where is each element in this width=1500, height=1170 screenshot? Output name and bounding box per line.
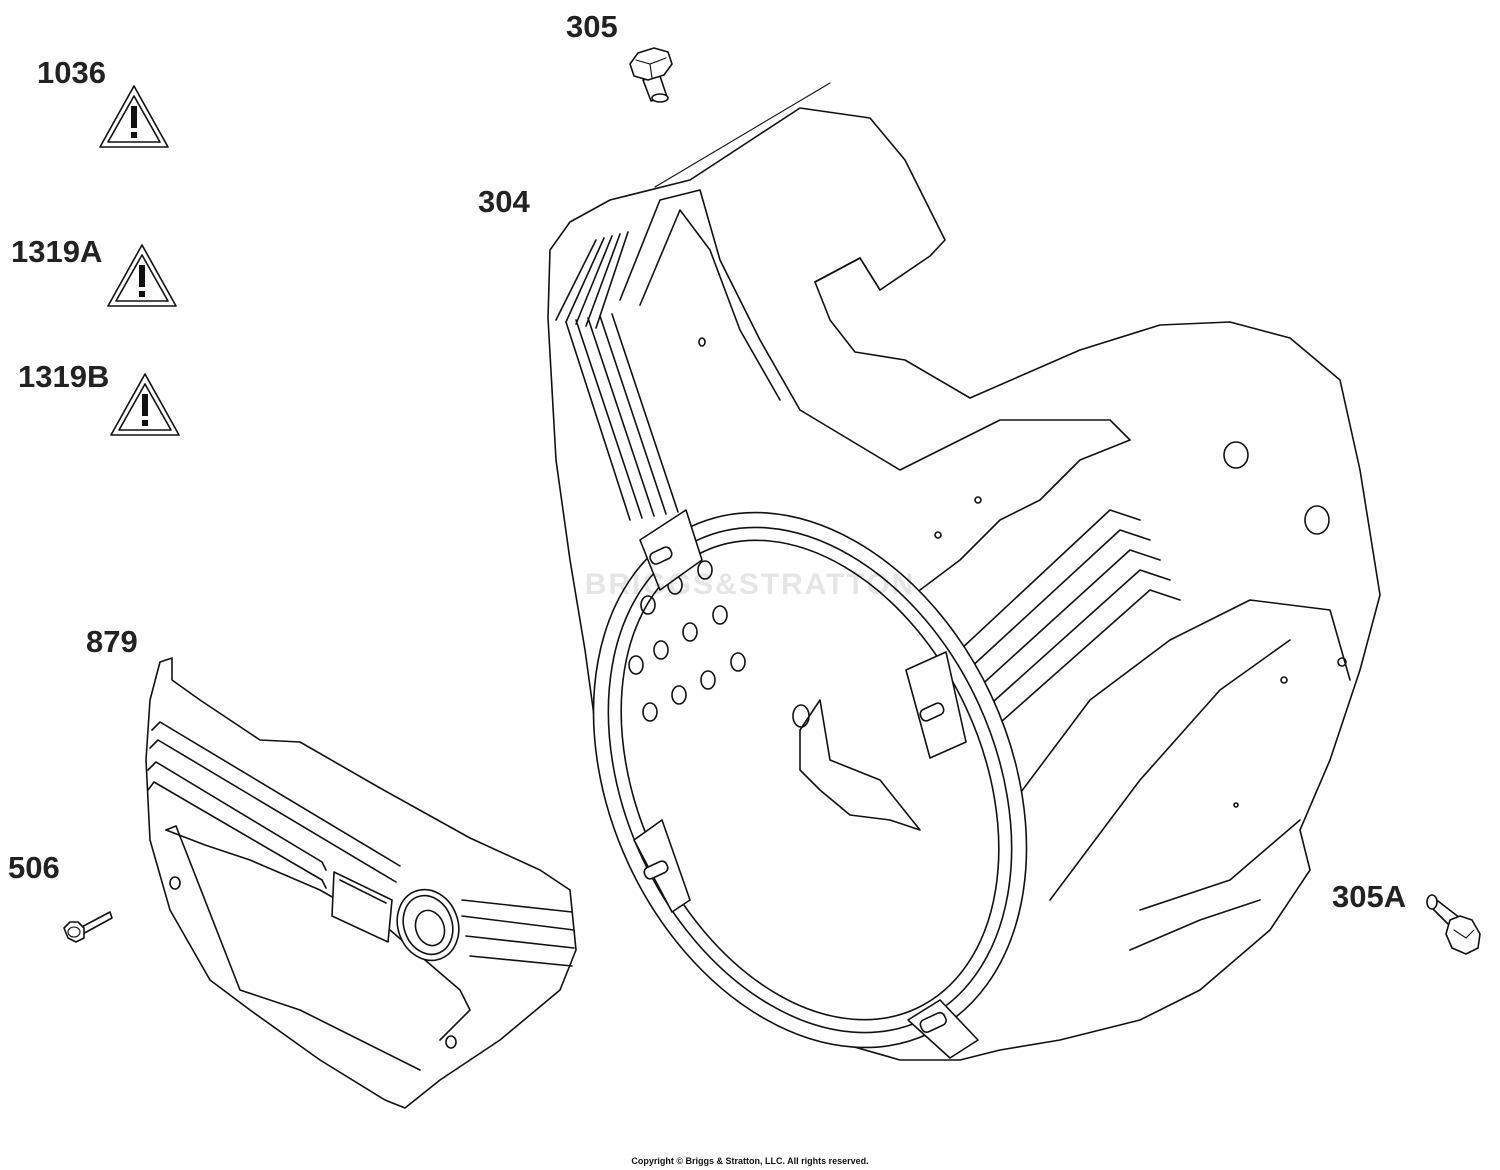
- warning-icon-1036[interactable]: [99, 85, 169, 148]
- callout-506[interactable]: 506: [8, 850, 60, 885]
- callout-305[interactable]: 305: [566, 9, 618, 44]
- callout-1319a[interactable]: 1319A: [11, 234, 103, 269]
- callout-305a[interactable]: 305A: [1332, 879, 1407, 914]
- mounting-tab-left: [633, 819, 691, 913]
- mounting-tab-bottom: [907, 999, 979, 1059]
- bolt-305a[interactable]: [1426, 894, 1481, 955]
- warning-icon-1319a[interactable]: [107, 244, 177, 307]
- bolt-506[interactable]: [63, 911, 113, 943]
- callout-1319b[interactable]: 1319B: [18, 359, 110, 394]
- callout-1036[interactable]: 1036: [37, 55, 106, 90]
- mounting-tab-top: [639, 509, 703, 591]
- callout-304[interactable]: 304: [478, 184, 530, 219]
- bolt-305[interactable]: [629, 47, 673, 103]
- blower-housing-304[interactable]: [510, 82, 1381, 1118]
- mounting-tab-right: [905, 651, 967, 759]
- copyright-notice: Copyright © Briggs & Stratton, LLC. All …: [631, 1156, 869, 1166]
- shroud-cover-879[interactable]: [145, 657, 577, 1109]
- callout-879[interactable]: 879: [86, 624, 138, 659]
- brand-watermark: BRIGGS&STRATTON: [584, 568, 916, 601]
- warning-icon-1319b[interactable]: [110, 373, 180, 436]
